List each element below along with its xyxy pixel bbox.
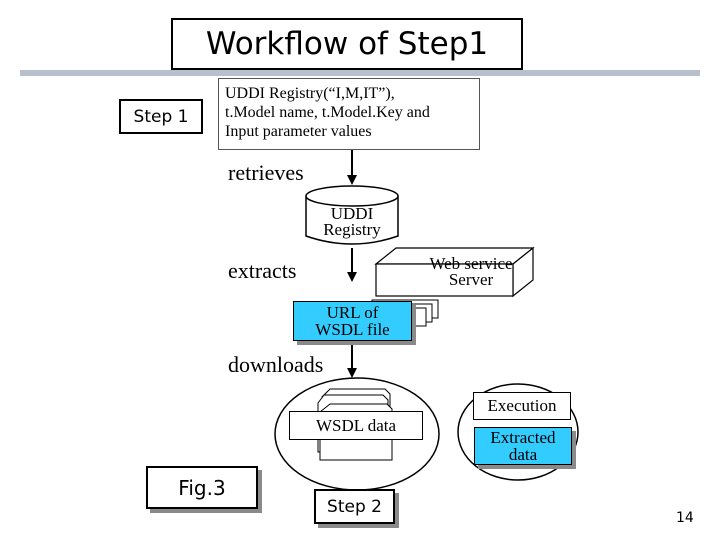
uddi-registry-cylinder bbox=[305, 185, 399, 245]
step2-label: Step 2 bbox=[327, 496, 382, 517]
uddi-registry-label: UDDI Registry bbox=[306, 204, 398, 239]
input-line-1: UDDI Registry(“I,M,IT”), bbox=[225, 85, 395, 102]
web-service-line-2: Server bbox=[448, 270, 494, 289]
page-number: 14 bbox=[676, 510, 694, 526]
step1-label-box: Step 1 bbox=[119, 99, 203, 134]
url-line-2: WSDL file bbox=[315, 320, 390, 339]
input-line-3: Input parameter values bbox=[225, 123, 372, 140]
page-title: Workflow of Step1 bbox=[171, 18, 523, 70]
retrieves-label: retrieves bbox=[228, 160, 304, 185]
execution-label: Execution bbox=[487, 396, 557, 415]
wsdl-data-label-box: WSDL data bbox=[289, 411, 423, 440]
downloads-label: downloads bbox=[228, 352, 324, 377]
url-of-wsdl-box: URL of WSDL file bbox=[293, 301, 412, 341]
input-parameters-box: UDDI Registry(“I,M,IT”), t.Model name, t… bbox=[218, 78, 480, 150]
web-service-line-1: Web service bbox=[429, 254, 513, 273]
extracted-line-1: Extracted bbox=[490, 428, 556, 447]
extracts-label: extracts bbox=[228, 258, 297, 283]
input-line-2: t.Model name, t.Model.Key and bbox=[225, 104, 430, 121]
extracted-data-box: Extracted data bbox=[474, 427, 572, 465]
page-title-text: Workflow of Step1 bbox=[205, 26, 489, 62]
uddi-registry-line-2: Registry bbox=[323, 220, 381, 239]
figure-label: Fig.3 bbox=[178, 475, 226, 500]
figure-label-box: Fig.3 bbox=[146, 466, 258, 509]
url-line-1: URL of bbox=[326, 303, 379, 322]
execution-box: Execution bbox=[473, 392, 571, 420]
step2-label-box: Step 2 bbox=[314, 489, 395, 524]
wsdl-data-label: WSDL data bbox=[315, 415, 397, 435]
step1-label: Step 1 bbox=[133, 106, 189, 127]
extracted-line-2: data bbox=[508, 445, 538, 464]
uddi-registry-line-1: UDDI bbox=[330, 204, 374, 223]
web-service-server-label: Web service Server bbox=[396, 254, 546, 289]
title-rule bbox=[20, 70, 700, 76]
